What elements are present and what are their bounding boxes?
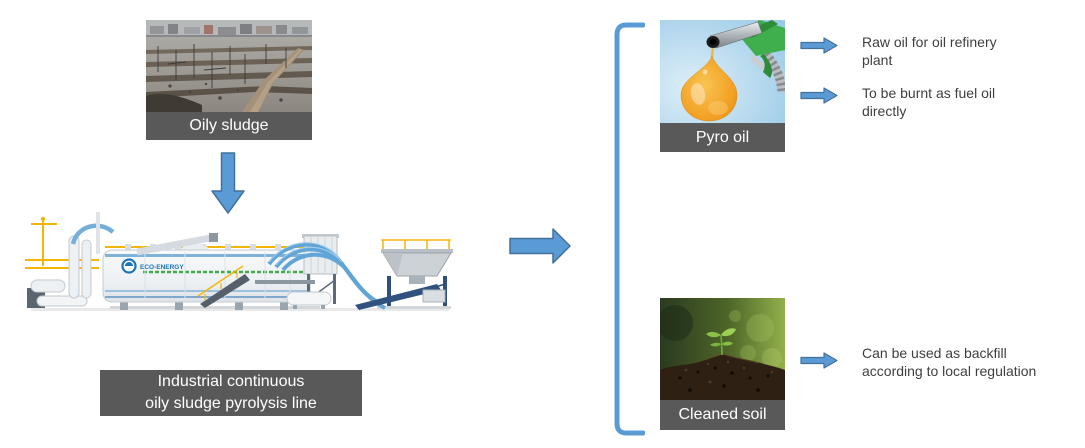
soil-mound [660,353,785,400]
fuel-nozzle-icon [706,20,785,78]
oily-sludge-caption: Oily sludge [146,112,312,140]
blue-pipe-bundle [267,242,386,310]
right-arrow [509,228,571,264]
pyrolysis-line-illustration: ECO-ENERGY [25,210,455,318]
feed-hopper [355,239,453,310]
machine-caption-line2: oily sludge pyrolysis line [145,395,317,412]
down-arrow [211,152,245,214]
cleaned-soil-use-arrow [800,352,838,369]
eco-energy-logo-text: ECO-ENERGY [140,264,184,271]
pyro-oil-caption: Pyro oil [660,123,785,152]
pyro-oil-use-text-1: Raw oil for oil refinery plant [862,34,997,68]
pyro-oil-use-text-2: To be burnt as fuel oil directly [862,85,996,119]
oily-sludge-figure: Oily sludge [146,20,312,140]
cleaned-soil-photo [660,298,785,400]
seedling-icon [706,328,736,356]
machine-caption: Industrial continuous oily sludge pyroly… [100,370,362,416]
oily-sludge-photo [146,20,312,112]
machine-caption-line1: Industrial continuous [157,373,305,390]
cleaned-soil-caption: Cleaned soil [660,400,785,430]
oil-droplet-icon [680,47,738,122]
pyro-oil-use-arrow-2 [800,87,838,104]
outputs-bracket [613,22,646,436]
pyro-oil-use-arrow-1 [800,37,838,54]
pyro-oil-figure: Pyro oil [660,20,785,152]
cleaned-soil-use-text: Can be used as backfill according to loc… [862,345,1037,379]
cleaned-soil-figure: Cleaned soil [660,298,785,430]
pyro-oil-photo [660,20,785,123]
